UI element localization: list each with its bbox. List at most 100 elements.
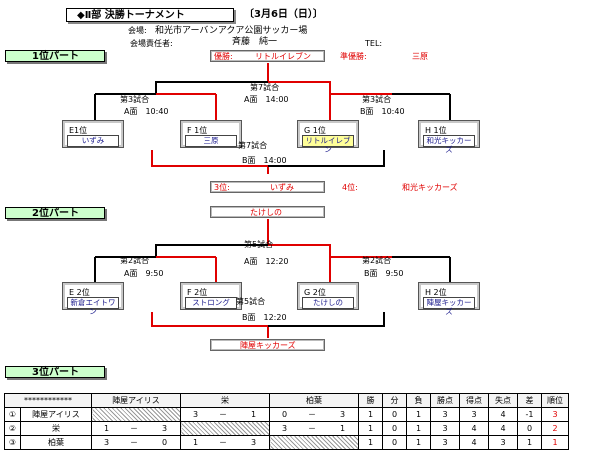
- part1-bracket: [94, 63, 451, 174]
- score-cell: 3 － 1: [180, 407, 270, 422]
- row-team: 陣屋アイリス: [19, 407, 93, 422]
- p2-team-g2: G 2位 たけしの: [297, 282, 359, 310]
- third-label: 3位:: [214, 183, 230, 192]
- stat-points: 3: [430, 407, 460, 422]
- stat-diff: 1: [517, 435, 542, 450]
- runner-label: 準優勝:: [340, 52, 367, 61]
- p1-team-f1: F 1位 三原: [180, 120, 242, 148]
- col-points: 勝点: [430, 393, 460, 408]
- score-cell: 1 － 3: [180, 435, 270, 450]
- stat-goals-against: 4: [488, 407, 518, 422]
- row-team: 柏葉: [19, 435, 93, 450]
- team-seed: E 2位: [69, 288, 90, 297]
- manager-label: 会場責任者:: [130, 39, 173, 48]
- stat-goals-for: 4: [459, 435, 489, 450]
- page-title: ◆Ⅱ部 決勝トーナメント: [66, 8, 234, 22]
- winner-name: リトルイレブン: [255, 52, 311, 61]
- team-name: いずみ: [67, 135, 119, 147]
- stat-diff: -1: [517, 407, 542, 422]
- stat-goals-against: 4: [488, 421, 518, 436]
- score-for: 1: [104, 424, 110, 433]
- part2-winner-box: [210, 206, 325, 218]
- part1-third-box: [210, 181, 325, 193]
- p2-semi-left: 第2試合: [120, 256, 150, 265]
- stat-loss: 1: [406, 407, 431, 422]
- p2-team-e2: E 2位 新倉エイトワン: [62, 282, 124, 316]
- table-corner: ************: [4, 393, 92, 408]
- team-name: リトルイレブン: [302, 135, 354, 154]
- score-against: 3: [162, 424, 168, 433]
- score-for: 0: [282, 410, 288, 419]
- col-draw: 分: [382, 393, 407, 408]
- score-for: 1: [193, 438, 199, 447]
- col-goals-against: 失点: [488, 393, 518, 408]
- team-name: 陣屋キッカーズ: [423, 297, 475, 316]
- p1-semi-right: 第3試合: [362, 95, 392, 104]
- score-for: 3: [104, 438, 110, 447]
- team-seed: G 1位: [304, 126, 326, 135]
- col-loss: 負: [406, 393, 431, 408]
- score-cell: 1 － 3: [91, 421, 181, 436]
- stat-rank: 3: [541, 407, 569, 422]
- runner-name: 三原: [412, 52, 428, 61]
- part2-header: 2位パート: [5, 207, 105, 219]
- col-team-1: 陣屋アイリス: [91, 393, 181, 408]
- p2-team-f2: F 2位 ストロング: [180, 282, 242, 310]
- stat-draw: 0: [382, 421, 407, 436]
- team-name: 三原: [185, 135, 237, 147]
- score-dash: －: [219, 438, 227, 447]
- stat-goals-for: 3: [459, 407, 489, 422]
- score-cell: 3 － 0: [91, 435, 181, 450]
- p2-semi-right-court: B面 9:50: [364, 269, 404, 278]
- p1-team-g1: G 1位 リトルイレブン: [297, 120, 359, 154]
- p2-semi-left-court: A面 9:50: [124, 269, 164, 278]
- stat-loss: 1: [406, 435, 431, 450]
- table-header-row: ************ 陣屋アイリス 栄 柏葉 勝 分 負 勝点 得点 失点 …: [4, 393, 569, 408]
- stat-goals-against: 3: [488, 435, 518, 450]
- stat-rank: 2: [541, 421, 569, 436]
- team-seed: F 1位: [187, 126, 208, 135]
- score-cell: 3 － 1: [269, 421, 359, 436]
- table-row: ③ 柏葉 3 － 0 1 － 3 1 0 1 3 4 3 1 1: [4, 435, 569, 450]
- team-name: 和光キッカーズ: [423, 135, 475, 154]
- winner-label: 優勝:: [214, 52, 233, 61]
- row-number: ②: [4, 421, 21, 436]
- stat-draw: 0: [382, 407, 407, 422]
- stat-rank: 1: [541, 435, 569, 450]
- venue-label: 会場:: [128, 26, 147, 35]
- team-seed: E1位: [69, 126, 88, 135]
- row-number: ③: [4, 435, 21, 450]
- team-seed: H 1位: [425, 126, 447, 135]
- part1-result-box: [210, 50, 325, 62]
- self-cell: [180, 421, 270, 436]
- venue-name: 和光市アーバンアクア公園サッカー場: [155, 26, 308, 36]
- col-team-3: 柏葉: [269, 393, 359, 408]
- stat-win: 1: [358, 421, 383, 436]
- col-win: 勝: [358, 393, 383, 408]
- stat-win: 1: [358, 435, 383, 450]
- self-cell: [269, 435, 359, 450]
- score-dash: －: [308, 424, 316, 433]
- manager-name: 斉藤 純一: [232, 37, 278, 47]
- score-against: 0: [162, 438, 168, 447]
- third-name: いずみ: [270, 183, 294, 192]
- part3-header: 3位パート: [5, 366, 105, 378]
- fourth-name: 和光キッカーズ: [402, 183, 458, 192]
- stat-points: 3: [430, 435, 460, 450]
- score-for: 3: [193, 410, 199, 419]
- score-dash: －: [130, 424, 138, 433]
- p2-lower-court: B面 12:20: [242, 313, 287, 322]
- score-dash: －: [130, 438, 138, 447]
- stat-points: 3: [430, 421, 460, 436]
- stat-loss: 1: [406, 421, 431, 436]
- score-against: 3: [340, 410, 346, 419]
- col-team-2: 栄: [180, 393, 270, 408]
- team-seed: F 2位: [187, 288, 208, 297]
- p2-winner: たけしの: [250, 208, 282, 217]
- fourth-label: 4位:: [342, 183, 358, 192]
- team-name: ストロング: [185, 297, 237, 309]
- part2-lower-box: [210, 339, 325, 351]
- p1-final-match: 第7試合: [250, 83, 280, 92]
- p2-final-court: A面 12:20: [244, 257, 289, 266]
- row-team: 栄: [19, 421, 93, 436]
